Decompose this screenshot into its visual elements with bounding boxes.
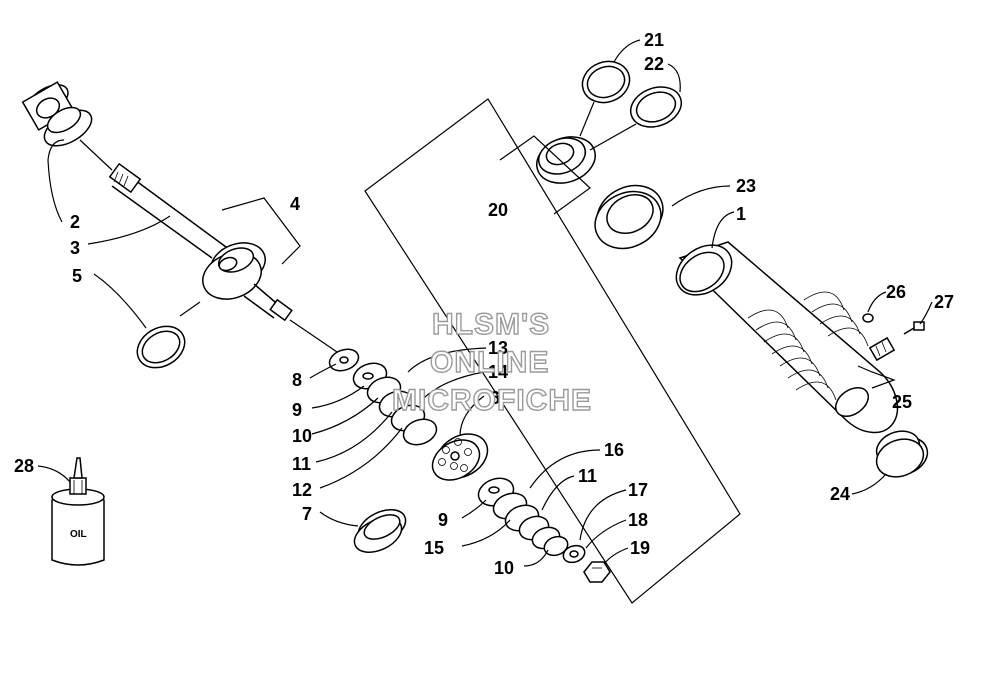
callout-28: 28 xyxy=(14,456,34,476)
callout-3: 3 xyxy=(70,238,80,258)
callout-27: 27 xyxy=(934,292,954,312)
callout-25: 25 xyxy=(892,392,912,412)
shock-body-part-1 xyxy=(675,241,899,434)
piston-part-6 xyxy=(431,433,489,481)
callout-16: 16 xyxy=(604,440,624,460)
callout-9a: 9 xyxy=(292,400,302,420)
callout-18: 18 xyxy=(628,510,648,530)
callout-24: 24 xyxy=(830,484,850,504)
rebound-shim-stack-parts-9-16 xyxy=(477,477,569,557)
nut-part-19 xyxy=(583,561,611,583)
piston-assembly-part-4 xyxy=(202,242,293,322)
callout-22: 22 xyxy=(644,54,664,74)
o-ring-part-5 xyxy=(136,325,186,369)
washer-part-8 xyxy=(328,348,360,372)
callout-12: 12 xyxy=(292,480,312,500)
watermark: HLSM'S ONLINE MICROFICHE xyxy=(391,307,592,417)
callout-11b: 11 xyxy=(578,466,597,486)
o-ring-part-22 xyxy=(629,86,683,128)
oil-bottle-part-28: OIL xyxy=(51,457,105,566)
callout-23: 23 xyxy=(736,176,756,196)
callout-19: 19 xyxy=(630,538,650,558)
assembly-group-outline xyxy=(364,98,741,604)
callout-20: 20 xyxy=(488,200,508,220)
oil-label: OIL xyxy=(70,529,87,540)
callout-10a: 10 xyxy=(292,426,312,446)
shaft-leaders xyxy=(79,139,341,355)
callout-1: 1 xyxy=(736,204,746,224)
bracket-25 xyxy=(857,365,896,389)
callout-26: 26 xyxy=(886,282,906,302)
watermark-line-1: HLSM'S xyxy=(432,308,550,341)
callout-21: 21 xyxy=(644,30,664,50)
callout-2: 2 xyxy=(70,212,80,232)
callout-9b: 9 xyxy=(438,510,448,530)
callout-11a: 11 xyxy=(292,454,311,474)
callout-4: 4 xyxy=(290,194,300,214)
washer-part-18 xyxy=(562,544,586,564)
piston-band-part-7 xyxy=(353,509,407,553)
callout-10b: 10 xyxy=(494,558,514,578)
callout-7: 7 xyxy=(302,504,312,524)
callout-17: 17 xyxy=(628,480,648,500)
watermark-line-2: ONLINE xyxy=(430,346,549,379)
shim-stack-parts-9-12 xyxy=(352,362,438,446)
callout-14: 14 xyxy=(488,362,508,382)
watermark-line-3: MICROFICHE xyxy=(392,384,592,417)
seal-head-part-20 xyxy=(536,136,596,184)
eye-mount-part-2 xyxy=(21,81,93,147)
callout-13: 13 xyxy=(488,338,508,358)
callout-8: 8 xyxy=(292,370,302,390)
callout-15: 15 xyxy=(424,538,444,558)
callout-numbers: 1 2 3 4 5 6 7 8 9 10 11 12 13 14 9 15 10… xyxy=(14,30,954,578)
callout-6: 6 xyxy=(490,388,500,408)
valve-parts-25-27 xyxy=(862,313,925,362)
callout-leaders xyxy=(37,39,933,567)
shaft-part-3 xyxy=(108,162,227,259)
bumper-part-23 xyxy=(594,184,664,250)
callout-5: 5 xyxy=(72,266,82,286)
cap-part-24 xyxy=(875,430,929,478)
o-ring-part-21 xyxy=(581,60,631,104)
bracket-20 xyxy=(499,135,591,215)
